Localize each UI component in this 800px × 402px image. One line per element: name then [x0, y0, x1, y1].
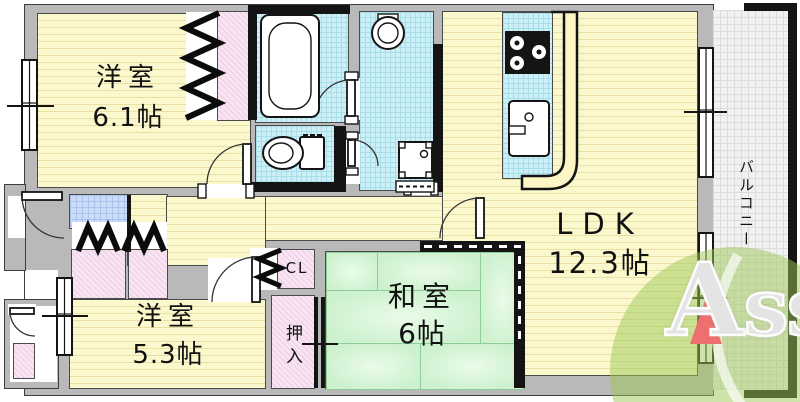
kitchen-counter: [502, 12, 553, 179]
room-size: 5.3帖: [132, 340, 204, 370]
room-label-western1: 洋室 6.1帖: [48, 58, 208, 138]
cl-door-zone: [250, 248, 278, 290]
balcony-parapet-bottom: [744, 390, 797, 398]
room-name: 洋室: [95, 63, 160, 93]
room-label-western2: 洋室 5.3帖: [88, 298, 248, 374]
toilet-door-nook: [346, 134, 360, 184]
room-size: 12.3帖: [548, 246, 652, 280]
closet-label-cl: CL: [285, 259, 309, 277]
room-name: 洋室: [135, 302, 200, 332]
room-size: 6.1帖: [92, 103, 164, 133]
oshiire-floor: [271, 295, 315, 389]
entry-closet2-floor: [128, 249, 168, 299]
tatami-mat: [326, 252, 379, 292]
hall-floor-south: [166, 196, 266, 266]
tatami-mat: [326, 343, 422, 390]
closet-label-oshiire: 押入: [282, 324, 302, 370]
room-name: LDK: [556, 207, 644, 241]
toilet-room-floor: [255, 125, 335, 183]
tatami-mat: [420, 343, 524, 390]
bathroom-floor: [255, 11, 349, 123]
exterior-notch: [25, 270, 58, 300]
entry-closet-door-zone: [72, 222, 167, 252]
entrance-wall: [4, 184, 26, 271]
balcony-label: バルコニー: [737, 159, 755, 249]
washroom-floor: [359, 11, 434, 191]
porch-storage: [13, 343, 35, 379]
room-size: 6帖: [398, 317, 446, 350]
room-label-japanese: 和室 6帖: [342, 278, 502, 352]
entry-closet1-floor: [71, 249, 126, 299]
room-western2-floor: [69, 299, 266, 389]
room-label-ldk: LDK 12.3帖: [520, 205, 680, 283]
closet1-floor: [217, 11, 251, 121]
tatami-mat: [326, 290, 482, 345]
room-japanese-floor: [325, 251, 524, 390]
room-name: 和室: [387, 280, 456, 313]
